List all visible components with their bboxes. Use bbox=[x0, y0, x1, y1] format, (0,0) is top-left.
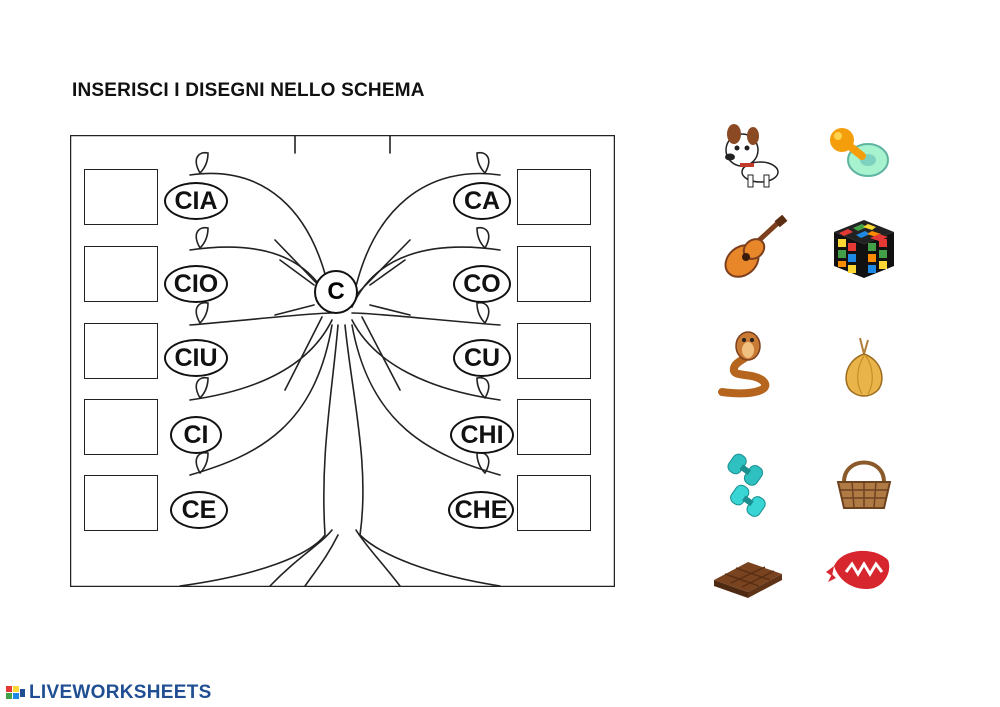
drop-box-che[interactable] bbox=[517, 475, 591, 531]
drop-box-cia[interactable] bbox=[84, 169, 158, 225]
picture-onion[interactable] bbox=[826, 332, 902, 402]
syllable-co: CO bbox=[453, 265, 511, 303]
tree-diagram: CIA CIO CIU CI CE CA CO CU CHI CHE C bbox=[70, 135, 615, 587]
picture-dumbbells[interactable] bbox=[710, 450, 786, 520]
drop-box-cio[interactable] bbox=[84, 246, 158, 302]
pacifier-icon bbox=[830, 128, 889, 177]
syllable-ca: CA bbox=[453, 182, 511, 220]
rubiks-cube-icon bbox=[834, 220, 894, 278]
drop-box-ca[interactable] bbox=[517, 169, 591, 225]
picture-rubiks-cube[interactable] bbox=[826, 212, 902, 282]
basket-icon bbox=[836, 460, 892, 509]
syllable-cio: CIO bbox=[164, 265, 228, 303]
syllable-ce: CE bbox=[170, 491, 228, 529]
instructions-title: INSERISCI I DISEGNI NELLO SCHEMA bbox=[72, 80, 425, 101]
drop-box-ci[interactable] bbox=[84, 399, 158, 455]
syllable-cu: CU bbox=[453, 339, 511, 377]
picture-basket[interactable] bbox=[826, 450, 902, 520]
dumbbells-icon bbox=[727, 453, 766, 517]
drop-box-co[interactable] bbox=[517, 246, 591, 302]
syllable-ci: CI bbox=[170, 416, 222, 454]
tree-drawing bbox=[70, 135, 615, 587]
picture-cobra[interactable] bbox=[712, 330, 788, 400]
cobra-icon bbox=[718, 331, 770, 398]
picture-bandana[interactable] bbox=[822, 538, 898, 608]
picture-dog[interactable] bbox=[712, 120, 788, 190]
onion-icon bbox=[845, 337, 883, 397]
syllable-ciu: CIU bbox=[164, 339, 228, 377]
dog-icon bbox=[725, 124, 779, 188]
drop-box-ce[interactable] bbox=[84, 475, 158, 531]
liveworksheets-logo: LIVEWORKSHEETS bbox=[6, 682, 212, 704]
guitar-icon bbox=[724, 214, 788, 278]
brand-name: LIVEWORKSHEETS bbox=[29, 682, 212, 703]
syllable-cia: CIA bbox=[164, 182, 228, 220]
syllable-chi: CHI bbox=[450, 416, 514, 454]
picture-guitar[interactable] bbox=[716, 214, 792, 285]
drop-box-chi[interactable] bbox=[517, 399, 591, 455]
bandana-icon bbox=[826, 550, 890, 590]
center-letter: C bbox=[314, 270, 358, 314]
picture-chocolate-bar[interactable] bbox=[710, 540, 786, 610]
syllable-che: CHE bbox=[448, 491, 514, 529]
drop-box-cu[interactable] bbox=[517, 323, 591, 379]
drop-box-ciu[interactable] bbox=[84, 323, 158, 379]
picture-pacifier[interactable] bbox=[822, 118, 898, 188]
chocolate-bar-icon bbox=[714, 562, 782, 598]
liveworksheets-badge-icon bbox=[6, 686, 25, 699]
